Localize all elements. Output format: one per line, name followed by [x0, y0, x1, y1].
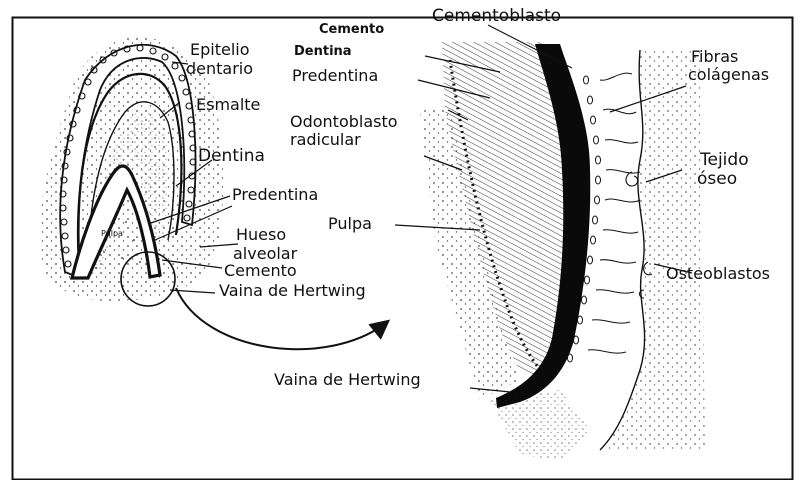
label-epitelio-line1: Epitelio	[190, 42, 250, 59]
label-pulpa-inner: Pulpa	[101, 230, 123, 238]
label-hueso-line1: Hueso	[236, 227, 286, 244]
label-odontoblasto-line1: Odontoblasto	[290, 114, 398, 131]
label-tejido-line1: Tejido	[700, 152, 749, 170]
label-esmalte: Esmalte	[196, 97, 260, 114]
label-tejido-line2: óseo	[697, 171, 737, 189]
label-osteoblastos: Osteoblastos	[666, 266, 770, 283]
root-section-drawing	[395, 25, 705, 460]
label-epitelio-line2: dentario	[186, 61, 253, 78]
label-cemento-left: Cemento	[224, 263, 297, 280]
label-vaina-left: Vaina de Hertwing	[219, 283, 366, 300]
label-predentina-right: Predentina	[292, 68, 378, 85]
label-cementoblasto: Cementoblasto	[432, 8, 561, 26]
label-cemento-top: Cemento	[319, 23, 384, 37]
label-fibras-line1: Fibras	[691, 49, 738, 66]
label-dentina-right: Dentina	[294, 45, 352, 59]
label-odontoblasto-line2: radicular	[290, 132, 361, 149]
label-pulpa-right: Pulpa	[328, 216, 372, 233]
label-dentina-left: Dentina	[198, 148, 265, 166]
label-vaina-bottom: Vaina de Hertwing	[274, 372, 421, 389]
label-predentina-left: Predentina	[232, 187, 318, 204]
label-fibras-line2: colágenas	[688, 67, 769, 84]
